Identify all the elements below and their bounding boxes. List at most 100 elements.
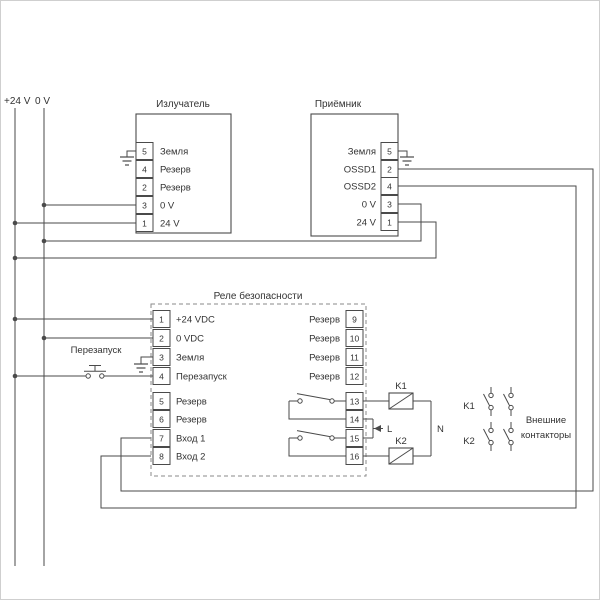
k1-coil-label: K1 — [395, 381, 407, 392]
pin-label: 0 V — [362, 199, 377, 210]
terminal-number: 2 — [159, 333, 164, 343]
pin-label: Земля — [160, 146, 188, 157]
terminal-number: 3 — [159, 352, 164, 362]
pin-label: OSSD2 — [344, 181, 376, 192]
terminal-label: Резерв — [176, 414, 207, 425]
terminal-box — [380, 142, 399, 160]
emitter: Излучатель 5 Земля 4 Резерв 2 Резерв — [12, 99, 232, 234]
terminal-box — [152, 447, 171, 465]
terminal-box — [380, 195, 399, 213]
terminal-number: 12 — [350, 371, 360, 381]
terminal-box — [152, 367, 171, 385]
relay-terminal: 5 Резерв — [152, 392, 207, 410]
contactor-contact-icon — [503, 422, 514, 451]
junction-dot — [12, 373, 18, 379]
restart-circuit: Перезапуск — [12, 345, 153, 379]
relay-terminal: 4 Перезапуск — [152, 367, 228, 385]
external-contactors: K1 K2 Внеш — [463, 387, 571, 451]
relay-terminal: 13 — [345, 392, 364, 410]
terminal-number: 14 — [350, 414, 360, 424]
terminal-number: 4 — [159, 371, 164, 381]
output-circuit: K1 K2 N L — [363, 381, 444, 465]
terminal-label: Резерв — [309, 371, 340, 382]
terminal-number: 2 — [387, 164, 392, 174]
line-arrow-icon — [374, 425, 381, 432]
ground-icon — [400, 156, 414, 166]
external-caption-line1: Внешние — [526, 415, 566, 426]
terminal-number: 8 — [159, 451, 164, 461]
relay-terminal: 3 Земля — [152, 348, 204, 366]
receiver: Приёмник 5 Земля 2 OSSD1 4 OSSD2 — [12, 99, 437, 261]
terminal-box — [345, 348, 364, 366]
safety-relay: Реле безопасности Перезапуск — [12, 290, 367, 477]
terminal-label: Резерв — [176, 396, 207, 407]
terminal-box — [380, 213, 399, 231]
contactor-contact-icon — [483, 422, 494, 451]
terminal-number: 2 — [142, 182, 147, 192]
terminal-number: 11 — [350, 352, 359, 362]
terminal-number: 15 — [350, 433, 360, 443]
emitter-title: Излучатель — [156, 99, 210, 110]
external-k2-label: K2 — [463, 436, 475, 447]
pin-label: Земля — [348, 146, 376, 157]
emitter-pin: 2 Резерв — [135, 178, 191, 196]
terminal-number: 4 — [142, 164, 147, 174]
terminal-box — [380, 177, 399, 195]
terminal-number: 1 — [142, 218, 147, 228]
k2-coil-label: K2 — [395, 436, 407, 447]
k2-coil — [388, 447, 414, 465]
terminal-box — [152, 410, 171, 428]
wire-receiver-ground — [398, 150, 408, 157]
junction-dot — [41, 335, 47, 341]
line-label: L — [387, 424, 392, 435]
relay-terminal: 2 0 VDC — [152, 329, 204, 347]
relay-terminal: 9 Резерв — [309, 310, 364, 328]
wire-ossd2-to-input2 — [100, 185, 577, 509]
relay-terminal: 14 — [345, 410, 364, 428]
terminal-box — [152, 429, 171, 447]
receiver-pin: 5 Земля — [348, 142, 399, 160]
emitter-pin: 1 24 V — [135, 214, 180, 232]
terminal-label: Земля — [176, 352, 204, 363]
k1-coil — [388, 392, 414, 410]
terminal-number: 1 — [159, 314, 164, 324]
terminal-number: 9 — [352, 314, 357, 324]
pin-label: Резерв — [160, 182, 191, 193]
relay-contact-15-16 — [288, 430, 346, 457]
terminal-box — [135, 214, 154, 232]
signal-wires — [100, 168, 594, 509]
terminal-number: 6 — [159, 414, 164, 424]
terminal-number: 7 — [159, 433, 164, 443]
contact-blade — [296, 393, 331, 401]
terminal-box — [135, 178, 154, 196]
terminal-box — [152, 348, 171, 366]
relay-title: Реле безопасности — [214, 290, 303, 302]
junction-dot — [12, 316, 18, 322]
rail-0v-label: 0 V — [35, 96, 50, 107]
power-rails: +24 V 0 V — [4, 96, 50, 566]
relay-terminal: 6 Резерв — [152, 410, 207, 428]
receiver-pin: 1 24 V — [356, 213, 399, 231]
pin-label: 24 V — [356, 217, 376, 228]
relay-terminal: 16 — [345, 447, 364, 465]
receiver-title: Приёмник — [315, 99, 362, 110]
terminal-number: 13 — [350, 396, 360, 406]
relay-terminal: 1 +24 VDC — [152, 310, 215, 328]
external-k1-label: K1 — [463, 401, 475, 412]
terminal-number: 3 — [387, 199, 392, 209]
terminal-number: 16 — [350, 451, 360, 461]
wire-relay-ground — [140, 356, 153, 364]
terminal-box — [135, 160, 154, 178]
relay-contact-13-14 — [288, 393, 346, 420]
terminal-number: 10 — [350, 333, 360, 343]
receiver-pin: 3 0 V — [362, 195, 399, 213]
terminal-label: Вход 2 — [176, 451, 205, 462]
junction-dot — [41, 238, 47, 244]
junction-dot — [12, 255, 18, 261]
emitter-pin: 3 0 V — [135, 196, 175, 214]
wire-receiver-24v — [15, 221, 437, 259]
terminal-label: Резерв — [309, 333, 340, 344]
relay-terminal: 15 — [345, 429, 364, 447]
terminal-box — [345, 367, 364, 385]
